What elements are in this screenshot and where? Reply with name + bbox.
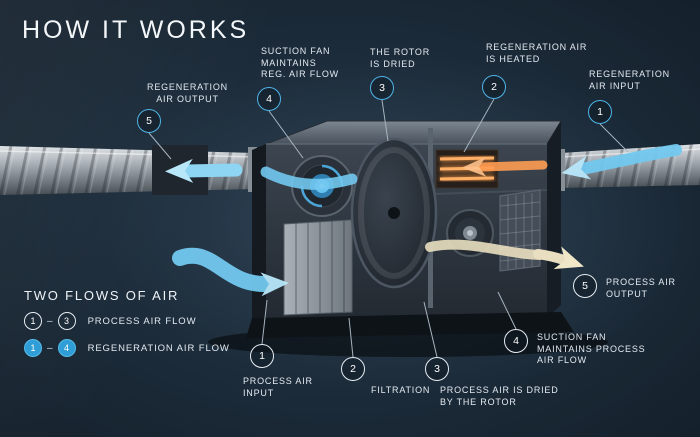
callout-line: REGENERATION <box>147 82 228 92</box>
callout-label-reg-heated: REGENERATION AIR IS HEATED <box>486 42 587 65</box>
legend: TWO FLOWS OF AIR 1 – 3 PROCESS AIR FLOW … <box>24 288 230 357</box>
heater-flow-arrow <box>462 156 548 177</box>
regeneration-input-arrow <box>561 144 682 180</box>
callout-label-process-dried: PROCESS AIR IS DRIED BY THE ROTOR <box>440 385 559 408</box>
legend-circle-process-end: 3 <box>57 312 76 330</box>
callout-circle-process-input: 1 <box>250 344 274 368</box>
legend-row-process: 1 – 3 PROCESS AIR FLOW <box>24 312 230 330</box>
callout-line: SUCTION FAN <box>261 46 331 56</box>
callout-line: REGENERATION <box>589 69 670 79</box>
legend-dash: – <box>47 342 53 354</box>
callout-circle-suction-process: 4 <box>504 329 528 353</box>
callout-label-filtration: FILTRATION <box>371 385 430 397</box>
callout-circle-process-output: 5 <box>573 274 597 298</box>
regeneration-output-arrow <box>165 158 243 183</box>
callout-line: PROCESS AIR IS DRIED <box>440 385 559 395</box>
process-output-arrow <box>533 246 584 270</box>
callout-circle-rotor-dried: 3 <box>370 76 394 100</box>
callout-label-suction-process: SUCTION FAN MAINTAINS PROCESS AIR FLOW <box>537 332 645 367</box>
callout-line: MAINTAINS <box>261 57 317 68</box>
callout-label-reg-output: REGENERATION AIR OUTPUT <box>140 82 235 105</box>
callout-label-reg-input: REGENERATION AIR INPUT <box>589 69 670 92</box>
callout-label-suction-reg: SUCTION FAN MAINTAINS REG. AIR FLOW <box>261 46 339 81</box>
legend-circle-process-start: 1 <box>24 312 42 330</box>
legend-label-regeneration: REGENERATION AIR FLOW <box>87 342 230 354</box>
callout-line: BY THE ROTOR <box>440 396 517 407</box>
callout-line: PROCESS AIR <box>243 376 313 386</box>
callout-line: THE ROTOR <box>370 47 431 57</box>
callout-line: MAINTAINS PROCESS <box>537 343 646 354</box>
leader-lines <box>148 98 629 358</box>
callout-circle-suction-reg: 4 <box>257 87 281 111</box>
callout-circle-reg-input: 1 <box>588 100 612 124</box>
legend-row-regeneration: 1 – 4 REGENERATION AIR FLOW <box>24 339 230 357</box>
callout-circle-process-dried: 3 <box>425 357 449 381</box>
callout-line: AIR INPUT <box>589 80 641 91</box>
callout-line: REGENERATION AIR <box>486 42 588 52</box>
callout-line: FILTRATION <box>371 385 431 395</box>
legend-circle-regeneration-start: 1 <box>24 339 42 357</box>
callout-line: REG. AIR FLOW <box>261 69 339 79</box>
callout-line: IS HEATED <box>486 53 541 64</box>
callout-line: OUTPUT <box>606 288 648 299</box>
air-flow-arrows <box>165 144 682 297</box>
callout-line: IS DRIED <box>370 58 416 69</box>
process-input-arrow <box>172 247 289 297</box>
process-inner-arrow <box>425 239 545 260</box>
callout-line: INPUT <box>243 387 274 398</box>
callout-circle-reg-heated: 2 <box>482 75 506 99</box>
regeneration-inner-arrow <box>260 166 358 190</box>
rotor <box>350 137 438 289</box>
filter-box <box>283 219 353 316</box>
legend-label-process: PROCESS AIR FLOW <box>87 315 197 327</box>
callout-label-process-output: PROCESS AIR OUTPUT <box>606 277 676 300</box>
legend-dash: – <box>47 315 53 327</box>
page-title: HOW IT WORKS <box>22 16 250 44</box>
callout-circle-filtration: 2 <box>341 357 365 381</box>
callout-circle-reg-output: 5 <box>137 109 161 133</box>
callout-line: AIR FLOW <box>537 355 587 365</box>
callout-line: AIR OUTPUT <box>156 93 219 104</box>
callout-label-rotor-dried: THE ROTOR IS DRIED <box>370 47 430 70</box>
callout-label-process-input: PROCESS AIR INPUT <box>243 376 313 399</box>
callout-line: SUCTION FAN <box>537 332 607 342</box>
legend-circle-regeneration-end: 4 <box>57 339 76 357</box>
legend-title: TWO FLOWS OF AIR <box>24 288 180 303</box>
callout-line: PROCESS AIR <box>606 277 676 287</box>
